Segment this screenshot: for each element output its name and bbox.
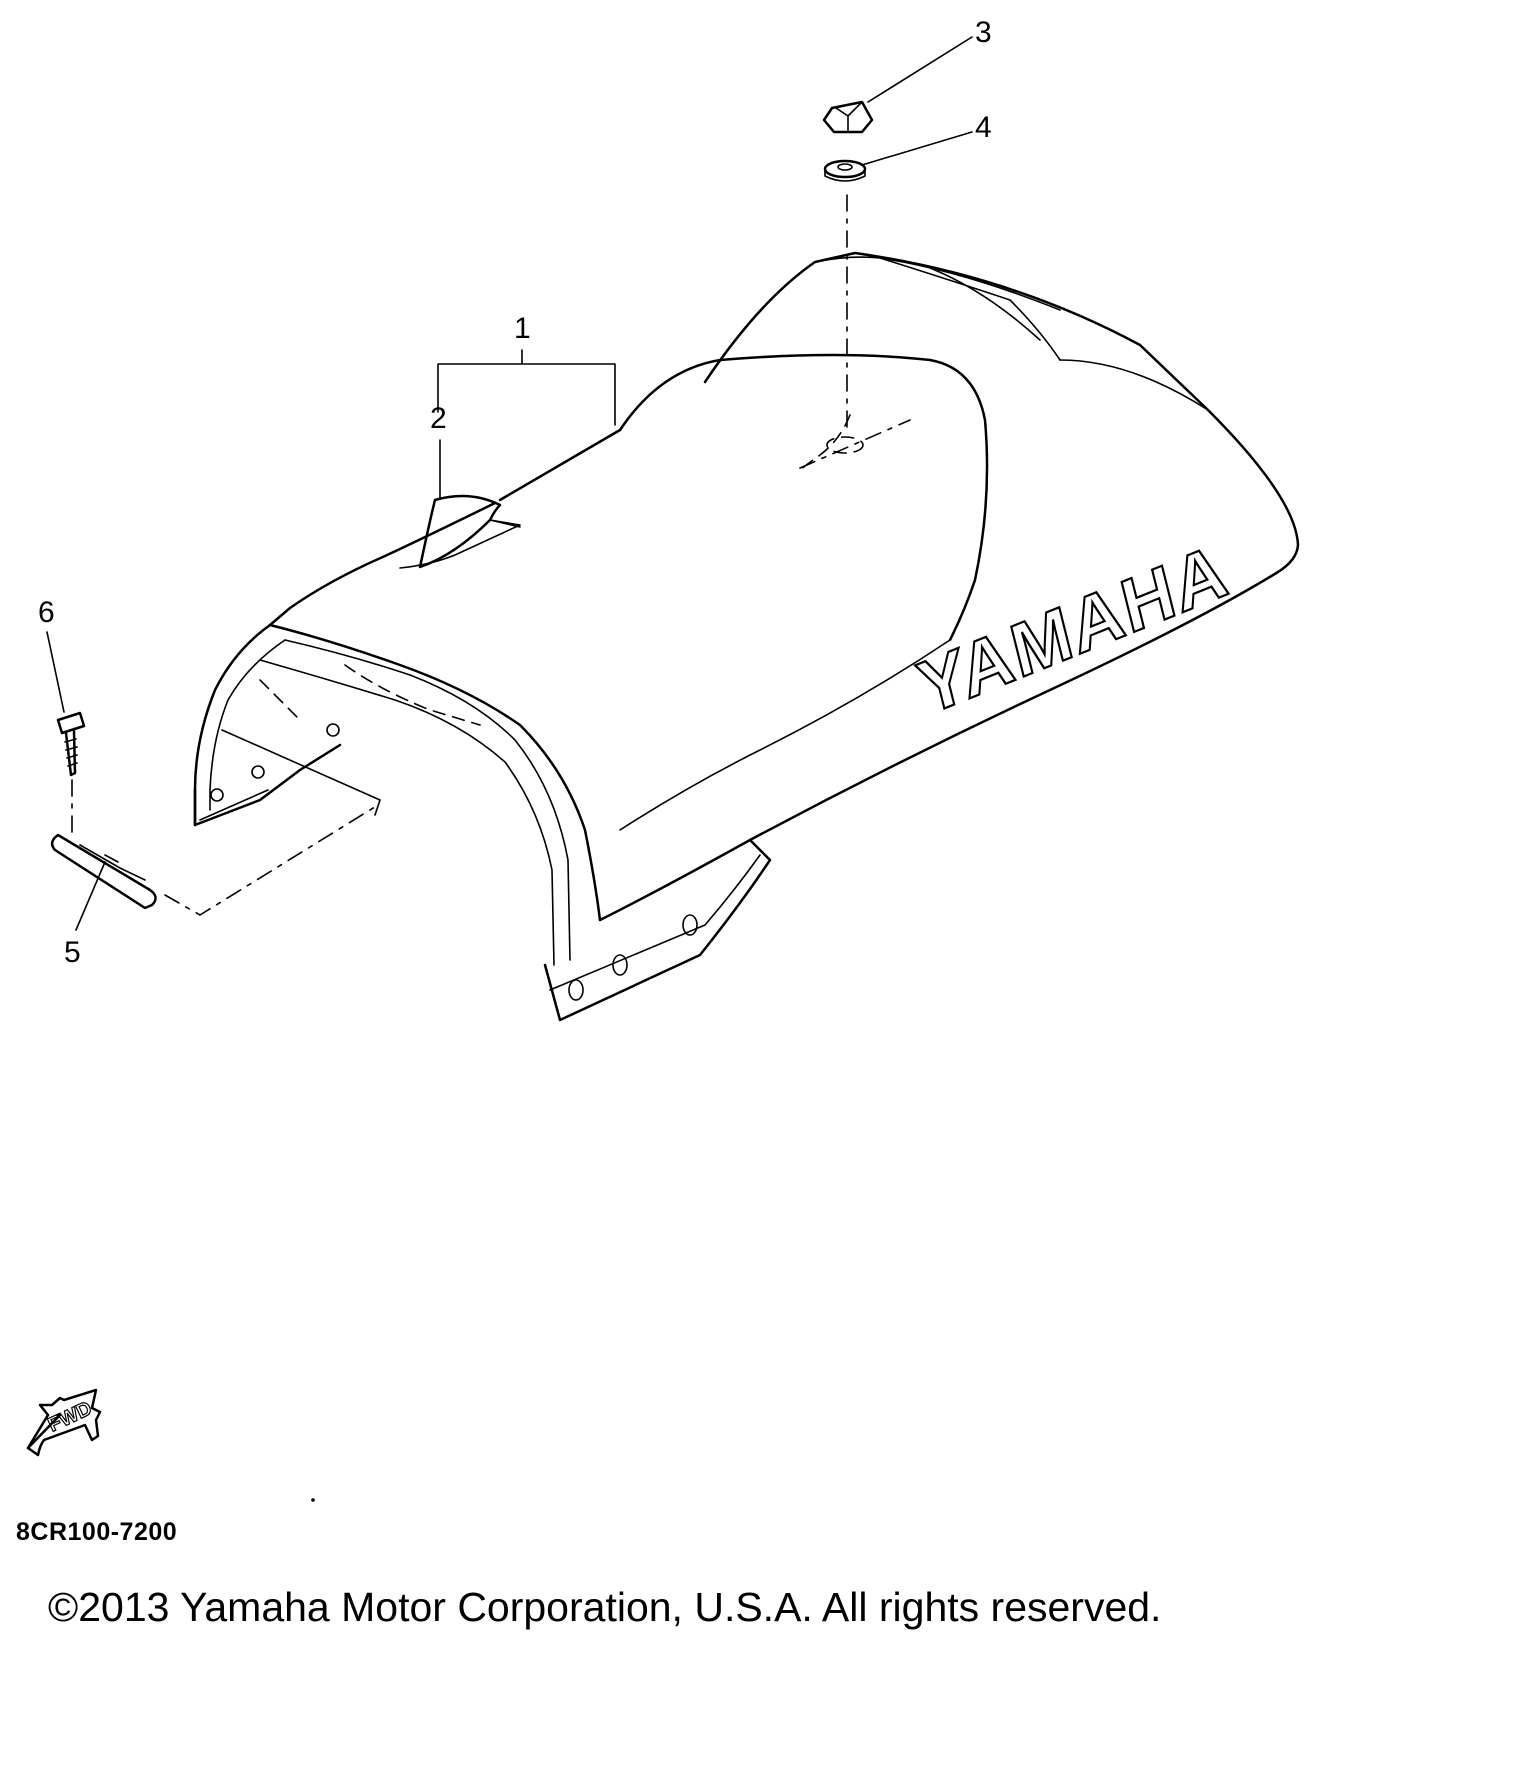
svg-text:4: 4	[975, 111, 992, 144]
stud-mount-icon	[826, 436, 864, 454]
screw-icon	[56, 711, 86, 777]
flange-nut-icon	[822, 100, 874, 134]
callout-4: 4	[823, 111, 992, 182]
yamaha-logo: YAMAHA	[909, 526, 1237, 733]
svg-text:2: 2	[430, 402, 447, 435]
callout-5: 5	[50, 833, 157, 969]
forward-direction-arrow: FWD	[26, 1388, 102, 1457]
seat-assembly: YAMAHA	[193, 251, 1300, 1022]
svg-text:YAMAHA: YAMAHA	[910, 527, 1236, 732]
washer-icon	[823, 159, 867, 182]
callout-1: 1	[437, 312, 616, 426]
callout-2: 2	[430, 402, 447, 499]
svg-text:1: 1	[514, 312, 531, 345]
diagram-code: 8CR100-7200	[16, 1518, 178, 1546]
svg-text:3: 3	[975, 16, 992, 49]
clip-icon	[50, 833, 157, 910]
callout-6: 6	[38, 596, 86, 836]
svg-text:6: 6	[38, 596, 55, 629]
svg-text:5: 5	[64, 936, 81, 969]
callout-3: 3	[822, 16, 992, 134]
copyright-notice: ©2013 Yamaha Motor Corporation, U.S.A. A…	[48, 1584, 1162, 1630]
